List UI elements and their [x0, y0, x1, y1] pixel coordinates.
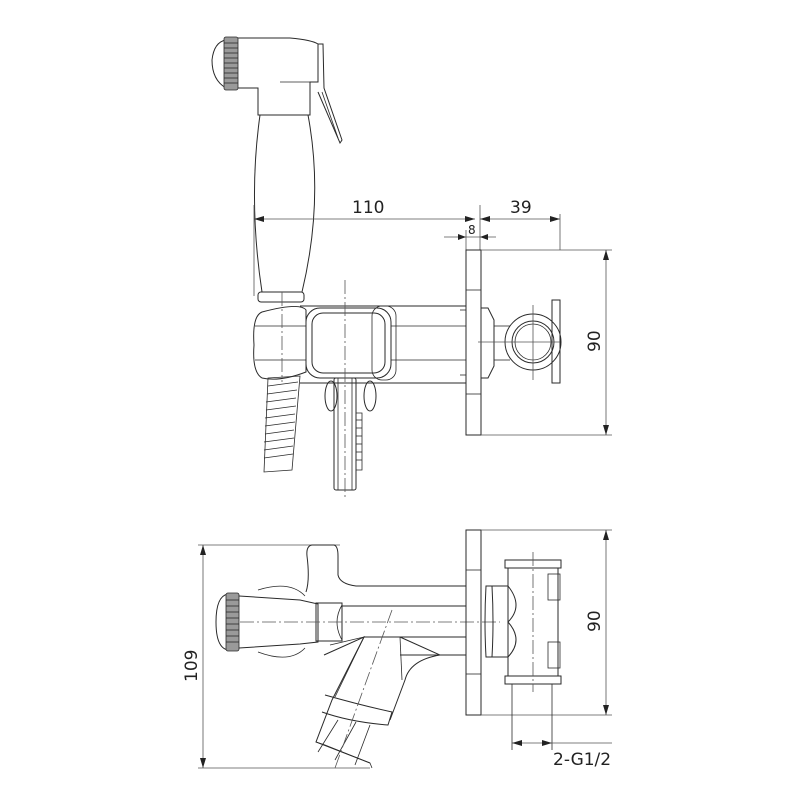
dim-90-side-label: 90 [585, 610, 605, 632]
connection-fitting-front [478, 299, 562, 384]
connection-label: 2-G1/2 [553, 750, 611, 770]
valve-body-side [240, 544, 500, 769]
dim-8-label: 8 [468, 223, 476, 237]
front-view: 110 39 8 90 [211, 36, 612, 500]
dimension-plate-height-side: 90 [585, 530, 609, 715]
connection-fitting-side [484, 552, 562, 750]
dimension-plate-height-front: 90 [585, 250, 609, 435]
hand-spray-side [215, 585, 343, 658]
hand-spray-head [211, 36, 343, 303]
wall-plate-side [460, 529, 612, 716]
side-view: 109 [182, 529, 612, 770]
dim-90-front-label: 90 [585, 330, 605, 352]
wall-plate-front [460, 249, 612, 436]
valve-body [253, 280, 466, 500]
dim-110-label: 110 [352, 198, 384, 218]
dimension-connection: 2-G1/2 [512, 740, 612, 770]
dimension-width: 110 39 8 [253, 198, 561, 296]
hose [263, 375, 301, 473]
dim-39-label: 39 [510, 198, 532, 218]
dimension-height: 109 [182, 544, 370, 769]
dim-109-label: 109 [182, 650, 202, 682]
